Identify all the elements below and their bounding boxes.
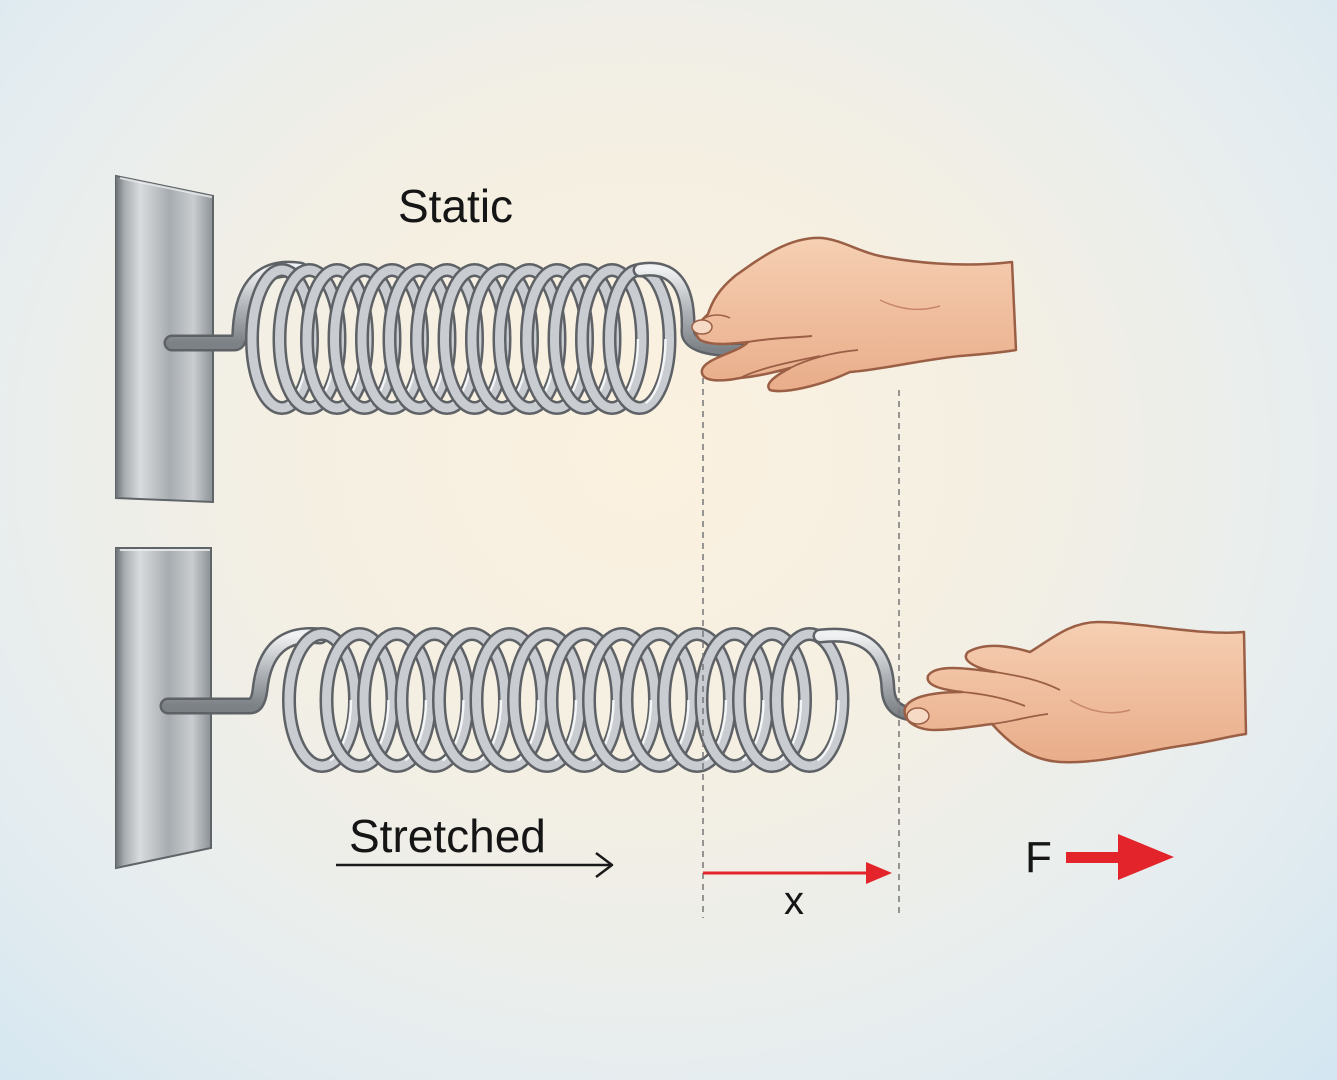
coil-spring-icon bbox=[245, 263, 677, 415]
static-label: Static bbox=[398, 180, 513, 232]
hand-top bbox=[691, 236, 1018, 393]
force-arrow-icon bbox=[1066, 834, 1174, 880]
hand-icon bbox=[694, 236, 1018, 393]
displacement-label: x bbox=[784, 879, 804, 923]
displacement-arrow bbox=[703, 862, 892, 884]
hand-bottom bbox=[903, 620, 1248, 764]
stretched-arrow bbox=[336, 852, 614, 878]
coil-spring-icon bbox=[282, 627, 850, 773]
stretched-label: Stretched bbox=[349, 810, 546, 862]
spring-static bbox=[163, 260, 748, 415]
force-label: F bbox=[1025, 833, 1052, 882]
spring-stretched bbox=[159, 626, 924, 773]
hand-icon bbox=[903, 620, 1248, 764]
